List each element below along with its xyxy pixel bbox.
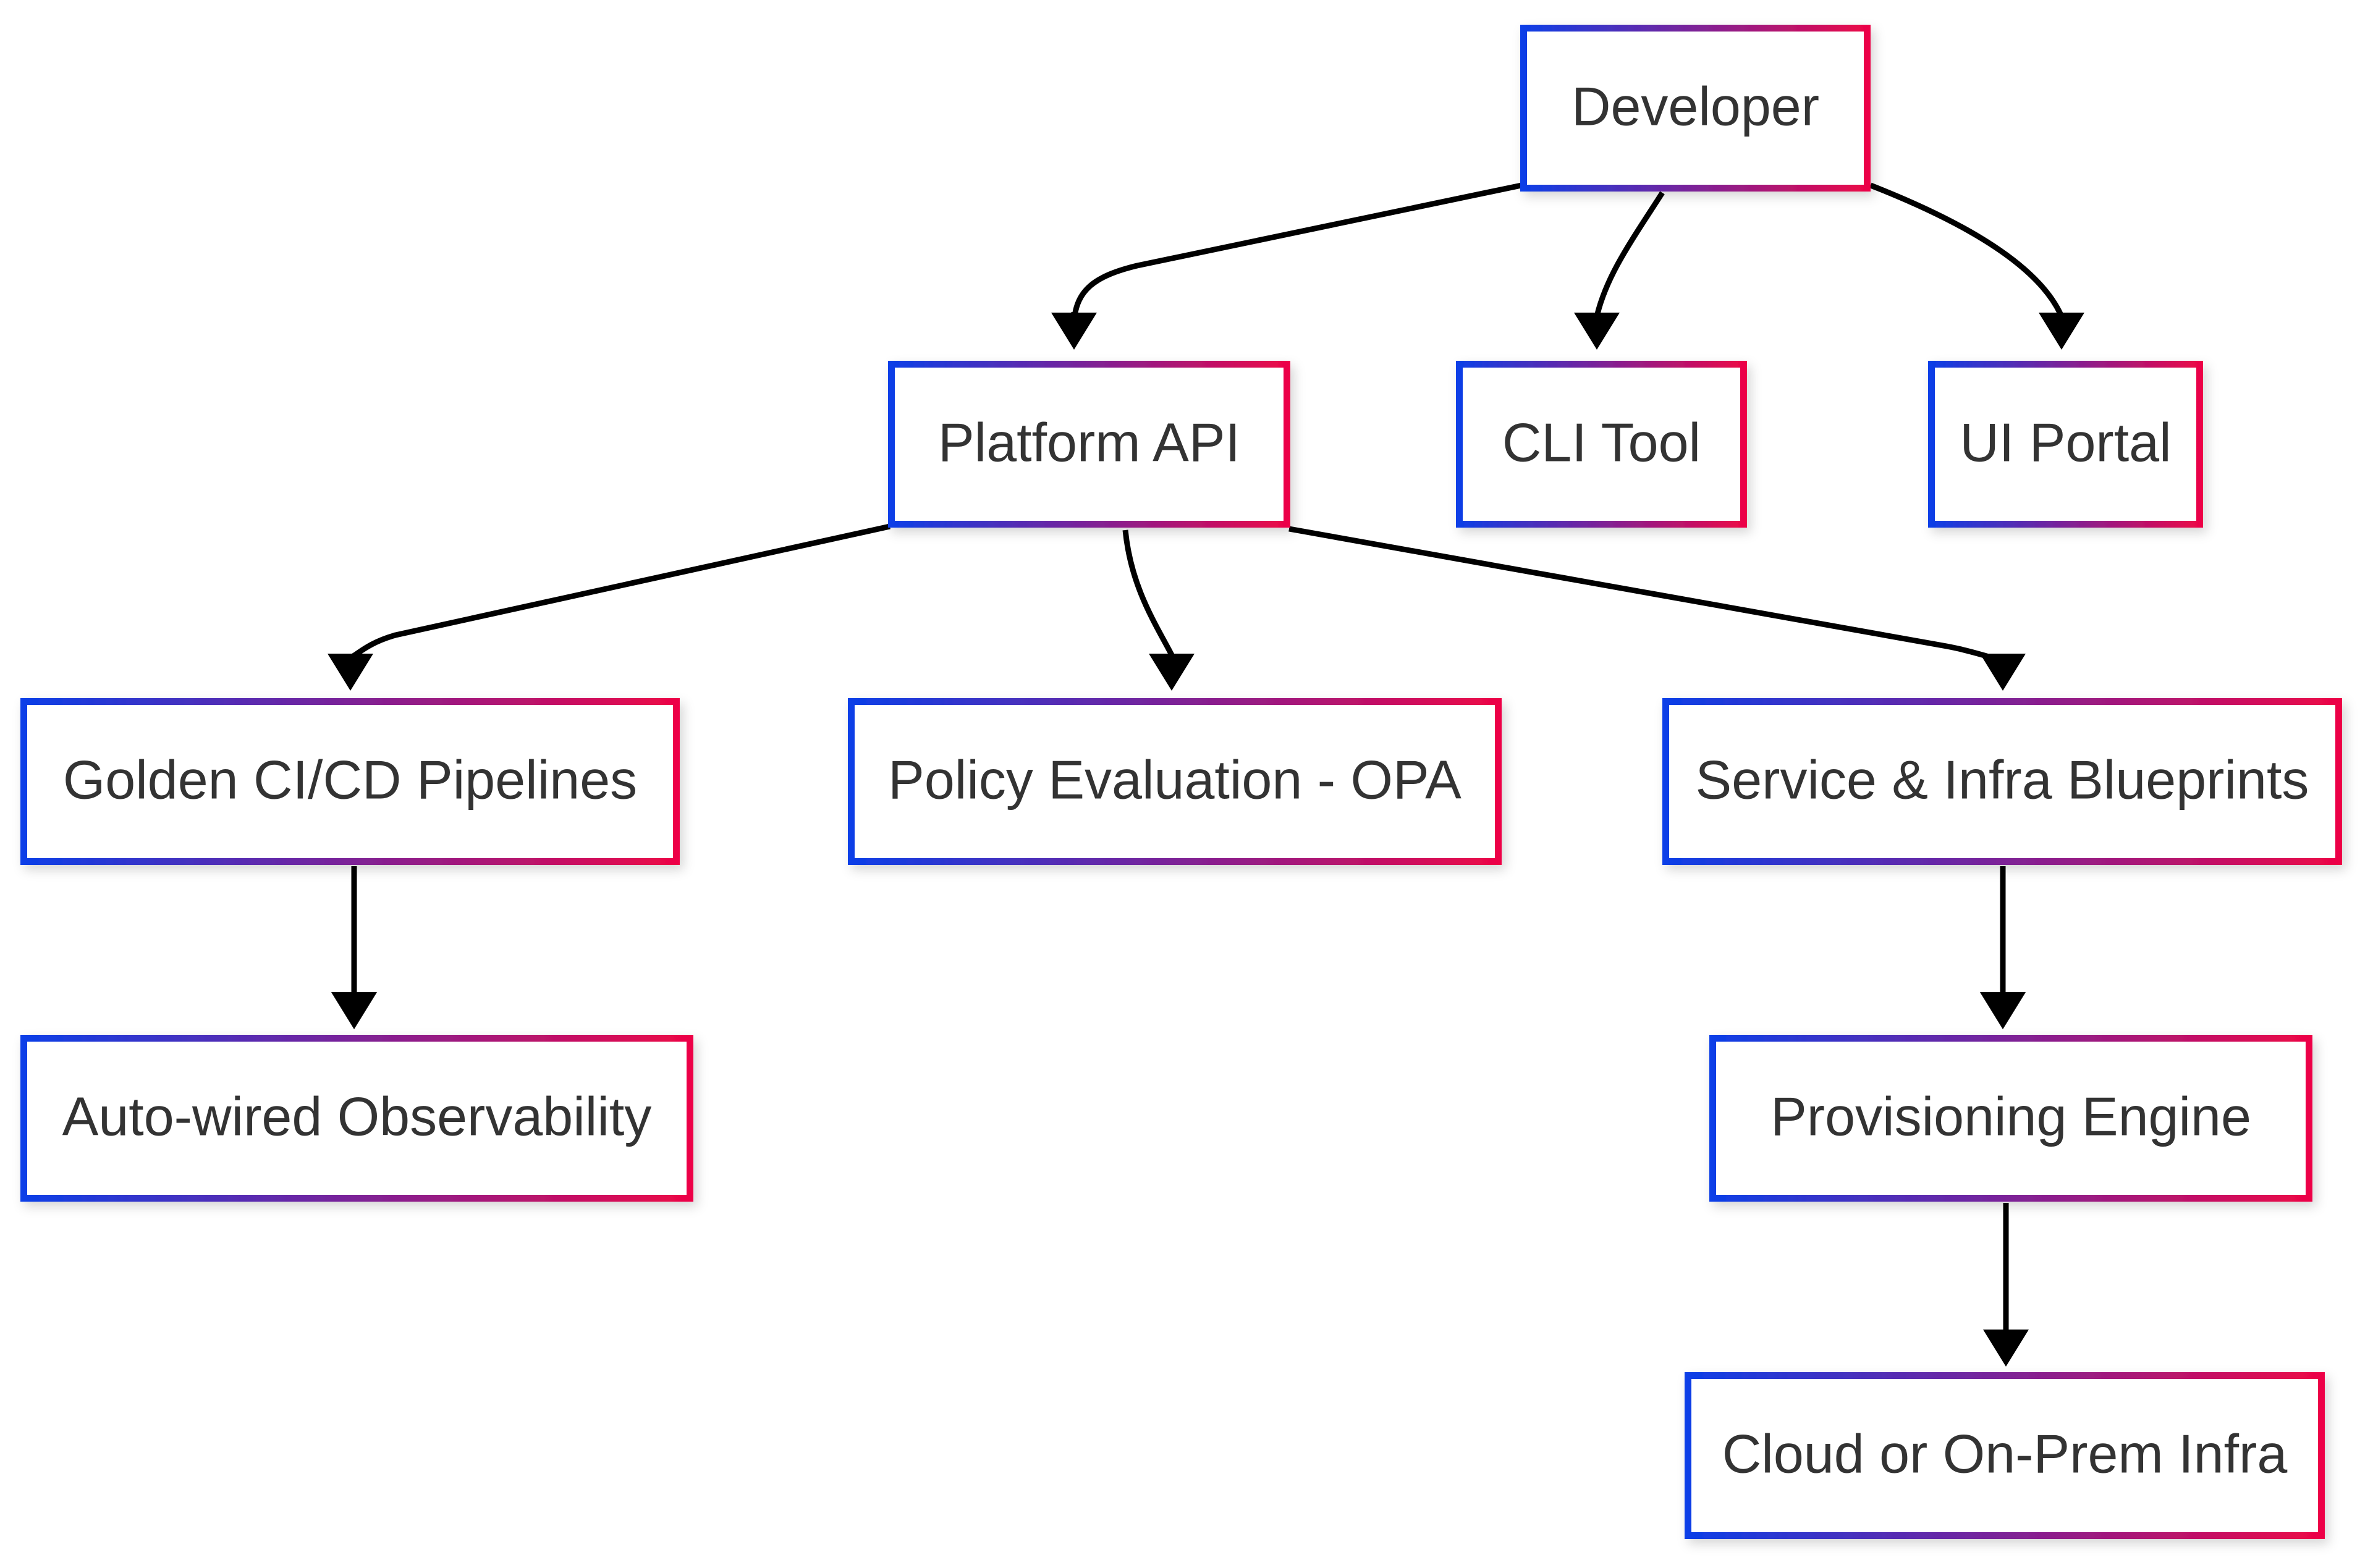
edge-developer-to-ui-portal xyxy=(1869,182,2065,318)
node-golden-cicd-pipelines[interactable]: Golden CI/CD Pipelines xyxy=(20,698,680,865)
node-provisioning-engine[interactable]: Provisioning Engine xyxy=(1709,1035,2312,1202)
node-fill-developer xyxy=(1527,32,1864,185)
node-policy-evaluation-opa[interactable]: Policy Evaluation - OPA xyxy=(848,698,1502,865)
arrow-golden-cicd-icon xyxy=(328,654,373,691)
arrow-cloud-infra-icon xyxy=(1983,1330,2029,1367)
node-label-platform-api: Platform API xyxy=(938,411,1240,473)
arrow-observability-icon xyxy=(331,992,377,1029)
node-label-auto-wired-observability: Auto-wired Observability xyxy=(62,1085,652,1147)
edge-platform-api-to-service-infra-blueprints xyxy=(1288,526,2006,662)
edge-developer-to-cli-tool xyxy=(1594,191,1665,318)
node-fill-provisioning-engine xyxy=(1716,1042,2306,1195)
node-cli-tool[interactable]: CLI Tool xyxy=(1456,361,1747,528)
node-fill-policy-evaluation-opa xyxy=(855,705,1495,858)
arrow-ui-portal-icon xyxy=(2039,313,2084,350)
arrowheads-layer xyxy=(328,313,2084,1367)
node-service-infra-blueprints[interactable]: Service & Infra Blueprints xyxy=(1662,698,2342,865)
node-label-policy-evaluation-opa: Policy Evaluation - OPA xyxy=(888,749,1461,810)
node-fill-service-infra-blueprints xyxy=(1669,705,2335,858)
node-fill-platform-api xyxy=(895,368,1284,521)
node-fill-cli-tool xyxy=(1463,368,1740,521)
arrow-provisioning-icon xyxy=(1980,992,2026,1029)
node-label-developer: Developer xyxy=(1571,75,1819,137)
node-auto-wired-observability[interactable]: Auto-wired Observability xyxy=(20,1035,693,1202)
arrow-platform-api-icon xyxy=(1051,313,1097,350)
arrow-policy-opa-icon xyxy=(1149,654,1195,691)
edge-platform-api-to-golden-cicd-pipelines xyxy=(347,523,890,660)
node-fill-cloud-or-onprem-infra xyxy=(1691,1379,2318,1532)
node-fill-golden-cicd-pipelines xyxy=(27,705,673,858)
node-label-ui-portal: UI Portal xyxy=(1960,411,2171,473)
node-label-service-infra-blueprints: Service & Infra Blueprints xyxy=(1696,749,2309,810)
node-platform-api[interactable]: Platform API xyxy=(888,361,1290,528)
node-fill-ui-portal xyxy=(1935,368,2196,521)
edge-developer-to-platform-api xyxy=(1071,182,1522,324)
node-label-golden-cicd-pipelines: Golden CI/CD Pipelines xyxy=(63,749,637,810)
node-developer[interactable]: Developer xyxy=(1520,25,1871,192)
arrow-cli-tool-icon xyxy=(1574,313,1620,350)
arrow-service-blueprints-icon xyxy=(1980,654,2026,691)
node-ui-portal[interactable]: UI Portal xyxy=(1928,361,2203,528)
edge-platform-api-to-policy-evaluation-opa xyxy=(1122,529,1174,657)
node-label-cli-tool: CLI Tool xyxy=(1502,411,1701,473)
node-fill-auto-wired-observability xyxy=(27,1042,687,1195)
node-label-provisioning-engine: Provisioning Engine xyxy=(1770,1085,2251,1147)
node-cloud-or-onprem-infra[interactable]: Cloud or On-Prem Infra xyxy=(1685,1372,2325,1539)
node-label-cloud-or-onprem-infra: Cloud or On-Prem Infra xyxy=(1722,1423,2288,1484)
